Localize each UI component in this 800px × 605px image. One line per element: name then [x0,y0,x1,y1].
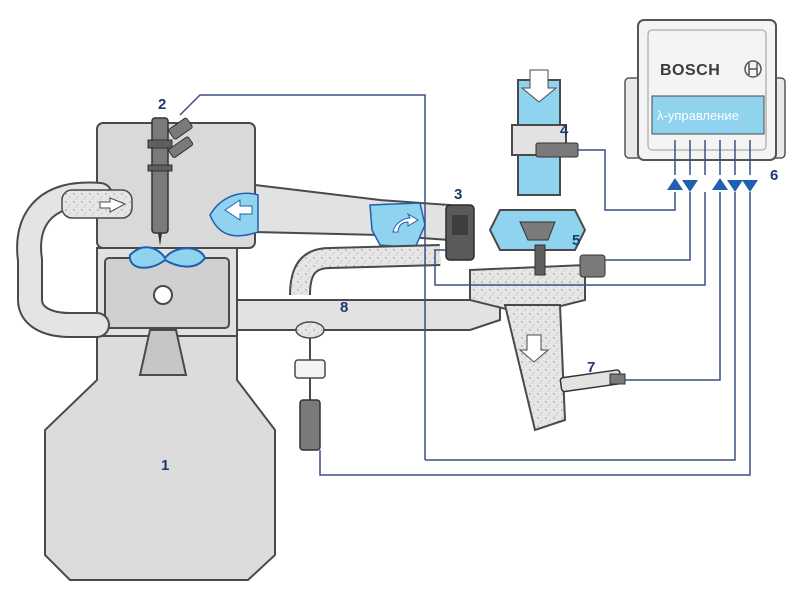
exhaust-pipe-lower [236,288,501,331]
ecu-unit: BOSCH λ-управление 6 [624,19,786,192]
callout-lambda-sensor: 7 [587,359,595,376]
ecu-function-panel [651,95,765,135]
wastegate-actuator [579,254,606,278]
exhaust-downpipe [503,304,567,432]
flow-arrow-icon [520,69,558,103]
turbo-assembly: 4 5 7 [469,69,626,432]
air-mass-meter-plug [535,142,579,158]
wire-lambda [625,192,721,381]
injector-body [151,117,169,234]
signal-wiring [179,94,751,476]
ecu-function-label: λ-управление [657,108,739,123]
callout-throttle-valve: 3 [454,186,462,203]
intake-manifold: 3 [209,183,475,261]
egr-position-sensor [299,399,321,451]
flow-arrow-icon [518,334,550,363]
wire-egr-sensor [319,192,751,476]
ecu-housing [637,19,777,161]
flow-arrow-icon [224,199,253,221]
signal-out-arrow-icon [682,180,698,192]
wire-throttle [434,192,706,286]
callout-air-mass-meter: 4 [560,122,569,139]
wire-turbo [605,192,691,261]
connecting-rod [138,329,188,376]
ecu-brand: BOSCH [660,62,720,79]
callout-engine: 1 [161,457,169,474]
signal-in-arrow-icon [667,178,683,190]
fuel-injector: 2 [147,96,194,246]
egr-system: 8 [236,244,501,451]
signal-out-arrow-icon [742,180,758,192]
injector-connector [168,117,193,140]
piston-pin [153,285,173,305]
wire-engine [425,192,736,461]
combustion-charge [128,246,207,269]
callout-egr-valve: 8 [340,299,348,316]
egr-actuator [294,359,326,379]
egr-valve-head [295,321,325,339]
callout-turbocharger: 5 [572,232,580,249]
turbine-housing [469,263,586,311]
signal-in-arrow-icon [712,178,728,190]
ecu-connector [674,140,751,175]
signal-out-arrow-icon [727,180,743,192]
intake-bypass-loop [16,181,133,338]
wire-injector [179,94,426,460]
callout-ecu: 6 [770,167,778,184]
flow-arrow-icon [99,197,127,213]
compressor-wheel [519,221,556,241]
flow-arrow-icon [392,212,419,233]
intake-port-speckle [61,189,133,219]
bosch-armature-icon [744,60,762,78]
wire-air-mass-meter [578,149,676,211]
callout-injector: 2 [158,96,166,113]
engine-block: 1 [44,122,276,581]
turbo-shaft [534,244,546,276]
crankcase [44,335,276,581]
